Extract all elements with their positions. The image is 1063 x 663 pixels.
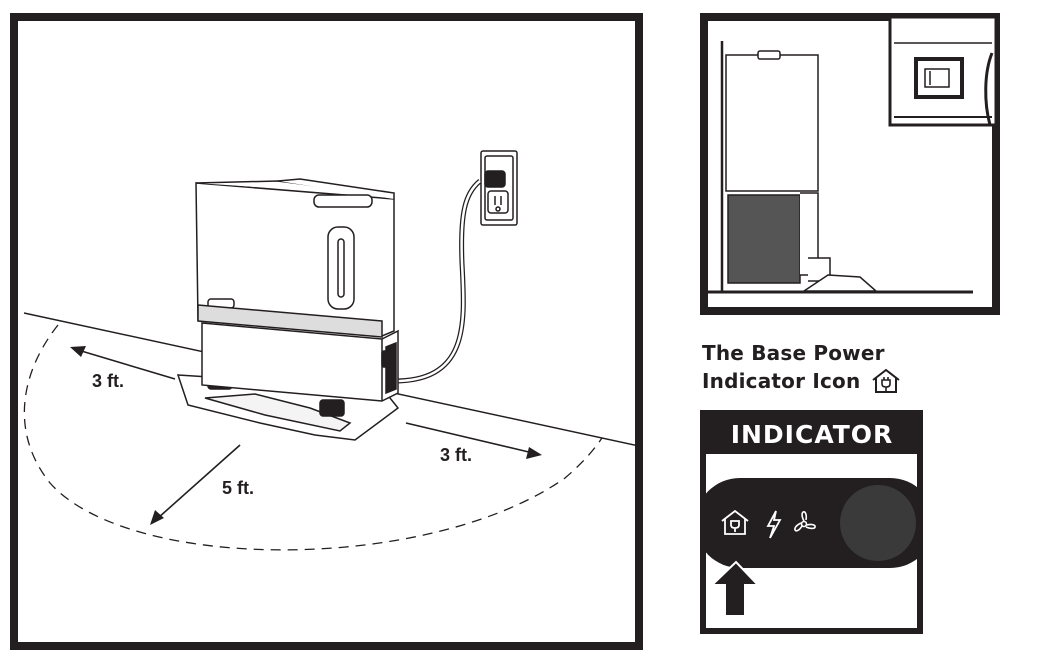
base-side-profile — [704, 41, 973, 294]
indicator-title-line-2: Indicator Icon — [702, 369, 861, 393]
front-clearance-arrow — [150, 444, 241, 525]
side-view-diagram — [700, 13, 1000, 315]
indicator-detail-inset — [888, 15, 998, 127]
indicator-header-bar — [700, 410, 923, 454]
left-clearance-arrow — [70, 346, 176, 380]
right-dimension-label: 3 ft. — [440, 445, 472, 465]
placement-diagram: 3 ft. 3 ft. 5 ft. — [10, 13, 643, 650]
indicator-title-line-2-row: Indicator Icon — [702, 367, 902, 395]
indicator-header-label: INDICATOR — [731, 420, 894, 449]
pointer-arrow — [709, 560, 761, 617]
home-power-icon — [872, 368, 901, 393]
right-clearance-arrow — [405, 422, 542, 459]
lightning-icon — [766, 510, 782, 539]
base-station — [176, 178, 400, 441]
indicator-button[interactable] — [840, 485, 916, 561]
wall-outlet — [480, 150, 518, 226]
fan-icon — [794, 511, 816, 532]
home-power-icon — [721, 509, 749, 535]
indicator-panel: INDICATOR — [700, 410, 923, 634]
clearance-arc — [23, 324, 603, 551]
left-dimension-label: 3 ft. — [92, 371, 124, 391]
front-dimension-label: 5 ft. — [222, 478, 254, 498]
indicator-title-line-1: The Base Power — [702, 341, 885, 365]
